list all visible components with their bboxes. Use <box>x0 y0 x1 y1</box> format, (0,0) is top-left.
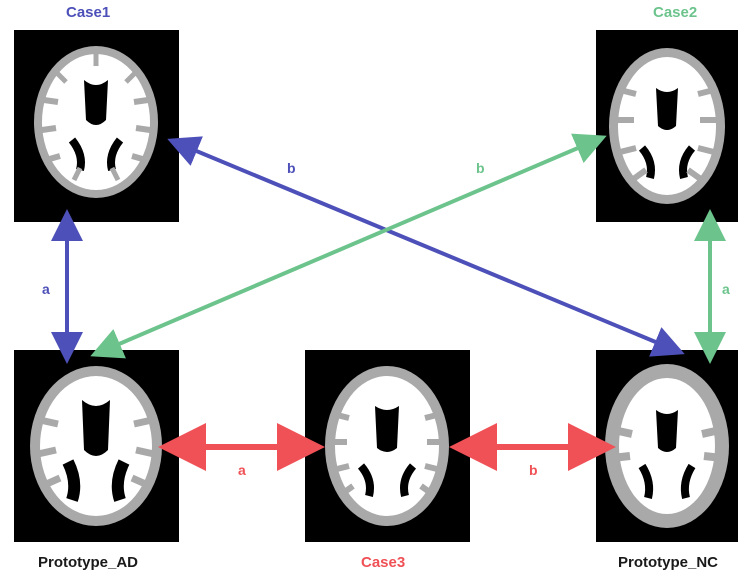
link-label-case3-ad: a <box>238 462 246 478</box>
link-label-case2-ad: b <box>476 160 485 176</box>
prototype-nc-label: Prototype_NC <box>618 554 718 571</box>
case2-label: Case2 <box>653 4 697 21</box>
case3-label: Case3 <box>361 554 405 571</box>
prototype-ad-brain-image <box>14 350 179 542</box>
case1-brain-image <box>14 30 179 222</box>
case3-brain-image <box>305 350 470 542</box>
link-label-case2-nc: a <box>722 281 730 297</box>
link-label-case3-nc: b <box>529 462 538 478</box>
prototype-ad-label: Prototype_AD <box>38 554 138 571</box>
prototype-nc-brain-image <box>596 350 738 542</box>
case2-brain-image <box>596 30 738 222</box>
link-label-case1-nc: b <box>287 160 296 176</box>
case1-label: Case1 <box>66 4 110 21</box>
link-label-case1-ad: a <box>42 281 50 297</box>
